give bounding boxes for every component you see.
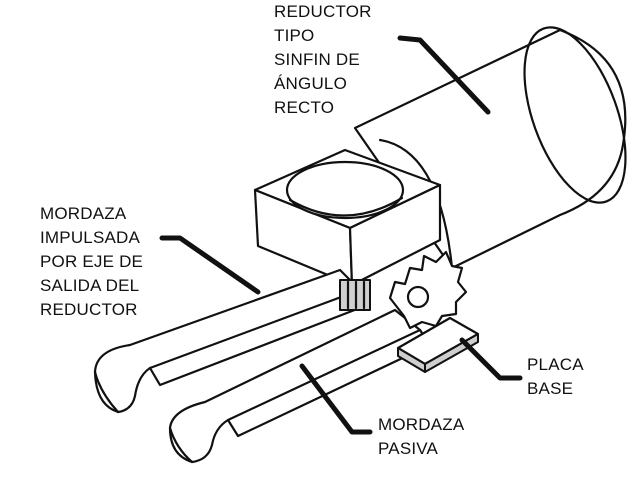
leader-reductor [397, 35, 491, 115]
label-mordaza-impulsada: MORDAZA IMPULSADA POR EJE DE SALIDA DEL … [40, 204, 143, 319]
label-reductor: REDUCTOR TIPO SINFIN DE ÁNGULO RECTO [274, 2, 372, 117]
label-reductor-line-2: TIPO [274, 26, 314, 45]
leader-mordaza-pasiva [299, 363, 373, 435]
label-placa-base-line-1: PLACA [527, 355, 584, 374]
leader-placa-base [459, 337, 523, 381]
label-mordaza-impulsada-line-3: POR EJE DE [40, 252, 143, 271]
label-reductor-line-5: RECTO [274, 98, 334, 117]
label-mordaza-impulsada-line-1: MORDAZA [40, 204, 127, 223]
leader-mordaza-impulsada [159, 235, 261, 295]
label-mordaza-pasiva-line-2: PASIVA [378, 439, 439, 458]
output-shaft [339, 279, 371, 311]
label-mordaza-impulsada-line-2: IMPULSADA [40, 228, 141, 247]
label-reductor-line-4: ÁNGULO [274, 74, 347, 93]
label-mordaza-pasiva-line-1: MORDAZA [378, 415, 465, 434]
gear-pair [388, 250, 468, 330]
motor-block [253, 148, 442, 287]
label-reductor-line-3: SINFIN DE [274, 50, 360, 69]
label-placa-base: PLACA BASE [527, 355, 584, 398]
label-mordaza-impulsada-line-5: REDUCTOR [40, 300, 138, 319]
label-mordaza-pasiva: MORDAZA PASIVA [378, 415, 465, 458]
label-mordaza-impulsada-line-4: SALIDA DEL [40, 276, 139, 295]
label-reductor-line-1: REDUCTOR [274, 2, 372, 21]
label-placa-base-line-2: BASE [527, 379, 573, 398]
